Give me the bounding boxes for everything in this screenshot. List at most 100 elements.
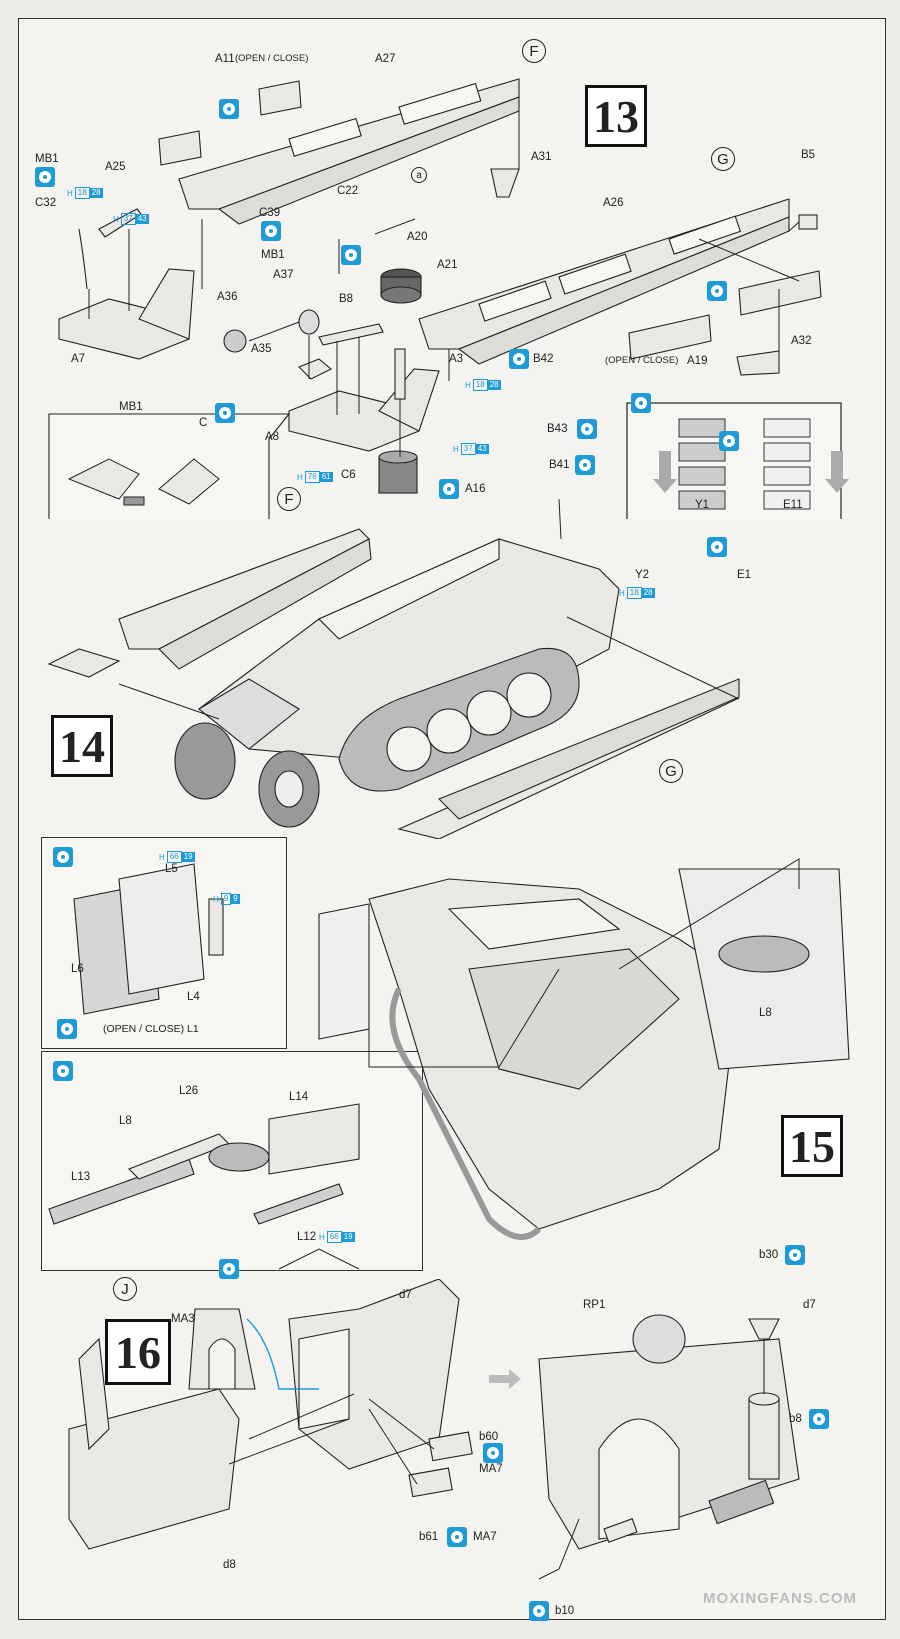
label-c6: C6 xyxy=(341,469,356,481)
part-a31 xyxy=(490,168,520,198)
label-a36: A36 xyxy=(217,291,238,303)
part-d8 xyxy=(68,1388,240,1550)
label-y2: Y2 xyxy=(635,569,650,581)
part-a11-lid xyxy=(258,80,302,116)
label-inset-c: C xyxy=(199,417,208,429)
step-16-number: 16 xyxy=(105,1319,171,1385)
label-e11: E11 xyxy=(783,499,803,511)
subassembly-g-marker-mid: G xyxy=(659,759,683,783)
label-a19: A19 xyxy=(687,355,708,367)
label-mb1-c39: MB1 xyxy=(261,249,285,261)
label-b42: B42 xyxy=(533,353,554,365)
label-a11: A11 xyxy=(215,53,235,65)
label-l26: L26 xyxy=(179,1085,199,1097)
step-15-number: 15 xyxy=(781,1115,843,1177)
label-a26: A26 xyxy=(603,197,624,209)
label-d7: d7 xyxy=(399,1289,412,1301)
choose-either-icon xyxy=(707,537,727,557)
label-l12: L12 xyxy=(297,1231,317,1243)
step-14-number: 14 xyxy=(51,715,113,777)
detail-icon xyxy=(53,1061,73,1081)
label-a32: A32 xyxy=(791,335,812,347)
label-d7-right: d7 xyxy=(803,1299,816,1311)
label-a35: A35 xyxy=(251,343,272,355)
part-a19-lid xyxy=(628,314,712,360)
label-l13: L13 xyxy=(71,1171,91,1183)
label-e1: E1 xyxy=(737,569,752,581)
subassembly-f-marker: F xyxy=(522,39,546,63)
label-a3: A3 xyxy=(449,353,464,365)
remove-icon xyxy=(219,1259,239,1279)
watermark: MOXINGFANS.COM xyxy=(702,1590,857,1607)
part-ma3 xyxy=(188,1308,256,1390)
subassembly-j-marker: J xyxy=(113,1277,137,1301)
label-a8: A8 xyxy=(265,431,280,443)
label-a37: A37 xyxy=(273,269,294,281)
step-14-drawing xyxy=(47,499,740,839)
label-l8-right: L8 xyxy=(759,1007,772,1019)
choose-either-icon xyxy=(719,431,739,451)
label-c32: C32 xyxy=(35,197,57,209)
subassembly-g-marker: G xyxy=(711,147,735,171)
label-l8-inset: L8 xyxy=(119,1115,132,1127)
reference-a-marker: a xyxy=(411,167,427,183)
paint-drop-icon xyxy=(341,245,361,265)
step-13-number: 13 xyxy=(585,85,647,147)
label-b5: B5 xyxy=(801,149,816,161)
label-l14: L14 xyxy=(289,1091,309,1103)
subassembly-f-marker-mid: F xyxy=(277,487,301,511)
choose-either-icon xyxy=(785,1245,805,1265)
label-a7: A7 xyxy=(71,353,86,365)
label-a31: A31 xyxy=(531,151,552,163)
label-b10: b10 xyxy=(555,1605,575,1617)
choose-either-icon xyxy=(707,281,727,301)
choose-either-icon xyxy=(483,1443,503,1463)
label-l4: L4 xyxy=(187,991,200,1003)
label-b60: b60 xyxy=(479,1431,499,1443)
label-a20: A20 xyxy=(407,231,428,243)
label-mb1: MB1 xyxy=(35,153,59,165)
part-a11-lid-2 xyxy=(158,130,202,166)
detail-icon xyxy=(53,847,73,867)
label-y1: Y1 xyxy=(695,499,710,511)
step-15-drawing xyxy=(48,858,850,1270)
step-13-drawing xyxy=(48,78,849,519)
label-b41: B41 xyxy=(549,459,570,471)
label-a25: A25 xyxy=(105,161,126,173)
label-a27: A27 xyxy=(375,53,396,65)
choose-either-icon xyxy=(261,221,281,241)
choose-either-icon xyxy=(57,1019,77,1039)
label-inset-mb1: MB1 xyxy=(119,401,143,413)
instruction-sheet: 13 F G a xyxy=(18,18,886,1621)
step-16-drawing xyxy=(68,1279,800,1580)
label-ma7: MA7 xyxy=(479,1463,503,1475)
detail-icon xyxy=(215,403,235,423)
label-l1-open-close: (OPEN / CLOSE) L1 xyxy=(103,1023,199,1035)
label-a11-open-close: (OPEN / CLOSE) xyxy=(235,53,309,64)
label-b30: b30 xyxy=(759,1249,779,1261)
label-c22: C22 xyxy=(337,185,359,197)
label-d8: d8 xyxy=(223,1559,236,1571)
label-b8: B8 xyxy=(339,293,354,305)
choose-either-icon xyxy=(575,455,595,475)
choose-either-icon xyxy=(529,1601,549,1621)
label-l6: L6 xyxy=(71,963,84,975)
label-b8: b8 xyxy=(789,1413,802,1425)
choose-either-icon xyxy=(809,1409,829,1429)
part-a19-lid-2 xyxy=(738,270,822,316)
label-b61: b61 xyxy=(419,1531,439,1543)
label-rp1: RP1 xyxy=(583,1299,606,1311)
detail-icon xyxy=(631,393,651,413)
choose-either-icon xyxy=(509,349,529,369)
label-l5: L5 xyxy=(165,863,178,875)
choose-either-icon xyxy=(219,99,239,119)
label-a19-open-close: (OPEN / CLOSE) xyxy=(605,355,679,366)
